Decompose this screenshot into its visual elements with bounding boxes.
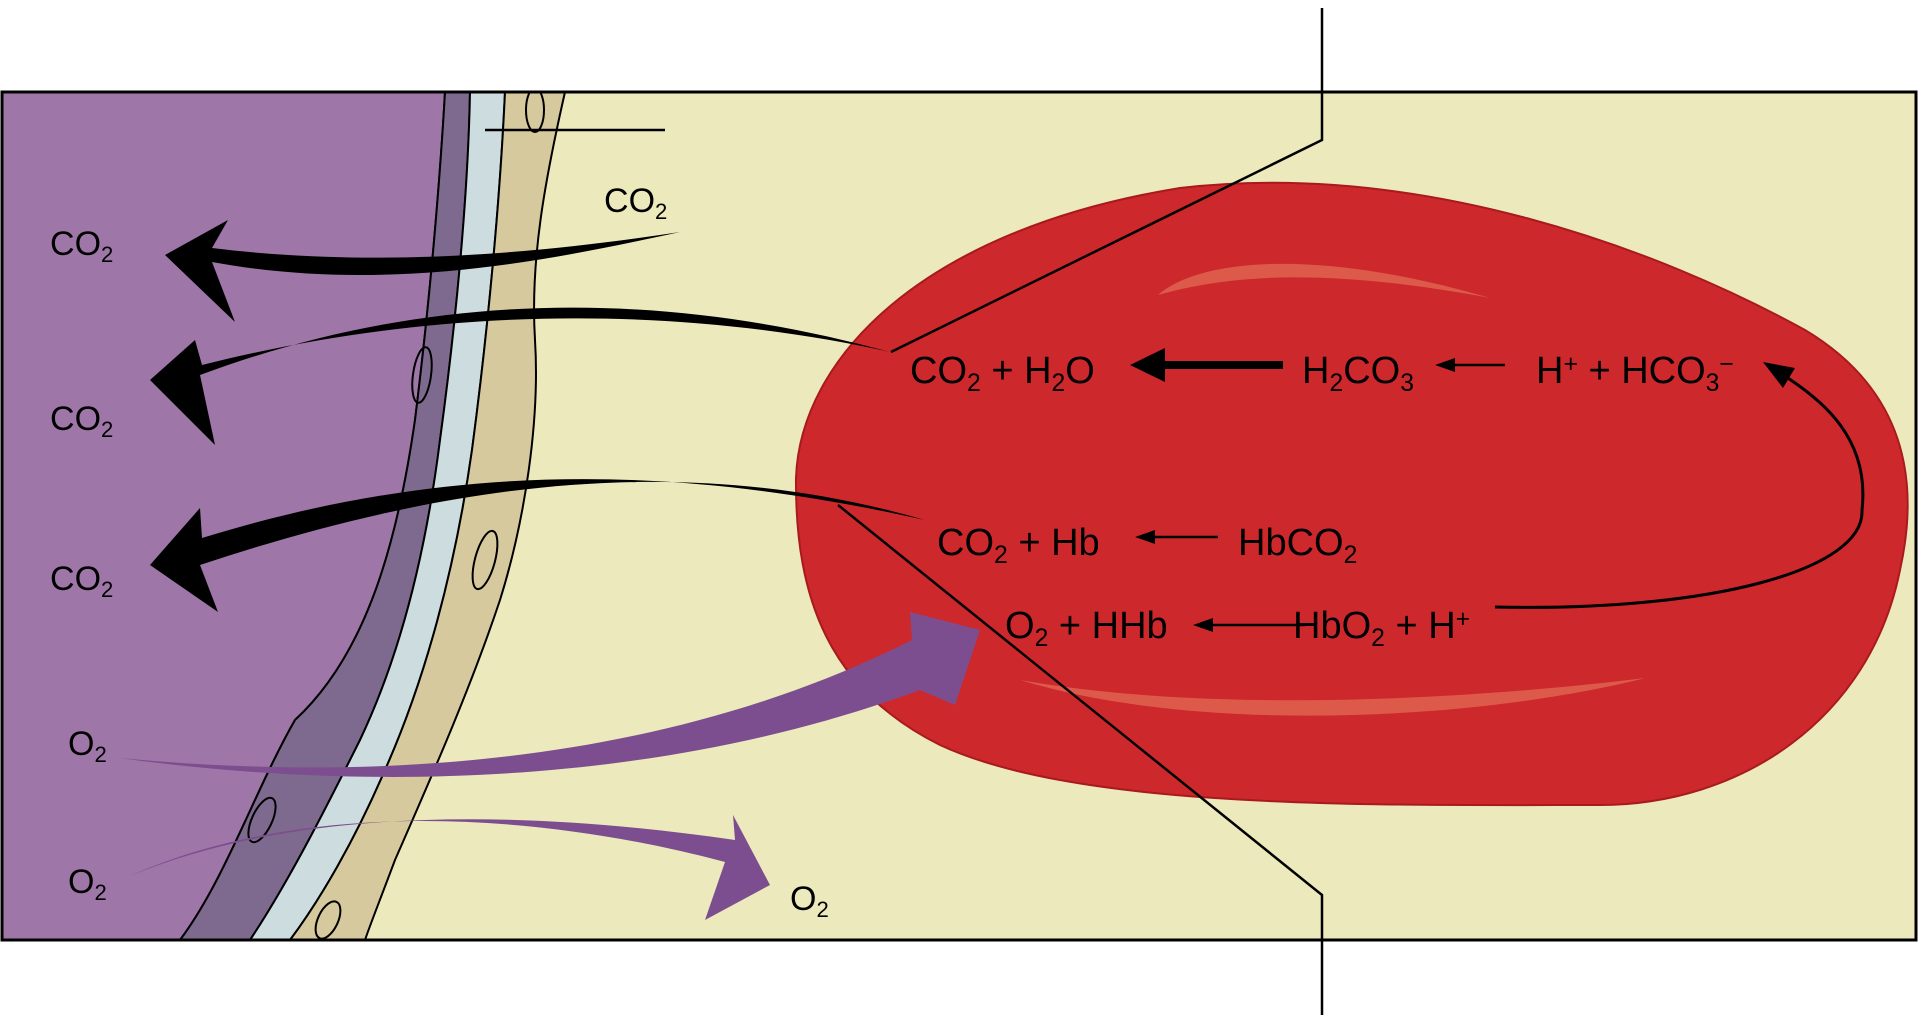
- arrowhead-icon: [1763, 362, 1795, 388]
- co2-plasma-label: CO2: [604, 182, 667, 224]
- zoom-callout-line: [837, 504, 1324, 1015]
- arrowhead-icon: [1435, 358, 1455, 372]
- o2-plasma-label: O2: [790, 880, 829, 922]
- co2-alveolus-label: CO2: [50, 560, 113, 602]
- carbamino-reactants: HbCO2: [1238, 522, 1357, 569]
- arrowhead-icon: [1130, 348, 1165, 382]
- oxyhemoglobin-products: O2 + HHb: [1005, 605, 1168, 652]
- o2-diffusion-arrow[interactable]: [120, 612, 980, 777]
- arrowhead-icon: [1135, 530, 1155, 544]
- co2-alveolus-label: CO2: [50, 225, 113, 267]
- epithelial-nucleus: [411, 346, 433, 404]
- oxyhemoglobin-reactants: HbO2 + H+: [1293, 605, 1470, 652]
- bicarbonate-return-arrow: [1494, 368, 1865, 609]
- carbonic-acid: H2CO3: [1302, 350, 1414, 397]
- diagram-frame: [0, 90, 1918, 942]
- endothelial-nucleus: [471, 529, 499, 591]
- o2-alveolus-label: O2: [68, 725, 107, 767]
- co2-diffusion-arrow[interactable]: [165, 220, 680, 322]
- carbonic-products: CO2 + H2O: [910, 350, 1095, 397]
- red-blood-cell: [794, 181, 1909, 807]
- co2-diffusion-arrow[interactable]: [150, 479, 925, 612]
- epithelial-nucleus: [247, 796, 277, 844]
- carbamino-products: CO2 + Hb: [937, 522, 1100, 569]
- o2-alveolus-label: O2: [68, 863, 107, 905]
- co2-alveolus-label: CO2: [50, 400, 113, 442]
- endothelial-nucleus: [525, 92, 545, 133]
- endothelial-nucleus: [314, 900, 342, 940]
- carbonic-reactants: H+ + HCO3−: [1536, 350, 1734, 397]
- capillary-endothelium: [288, 92, 567, 940]
- arrowhead-icon: [1193, 618, 1213, 632]
- rbc-highlight: [1158, 263, 1490, 298]
- zoom-callout-line: [890, 8, 1324, 354]
- rbc-highlight: [1020, 678, 1645, 716]
